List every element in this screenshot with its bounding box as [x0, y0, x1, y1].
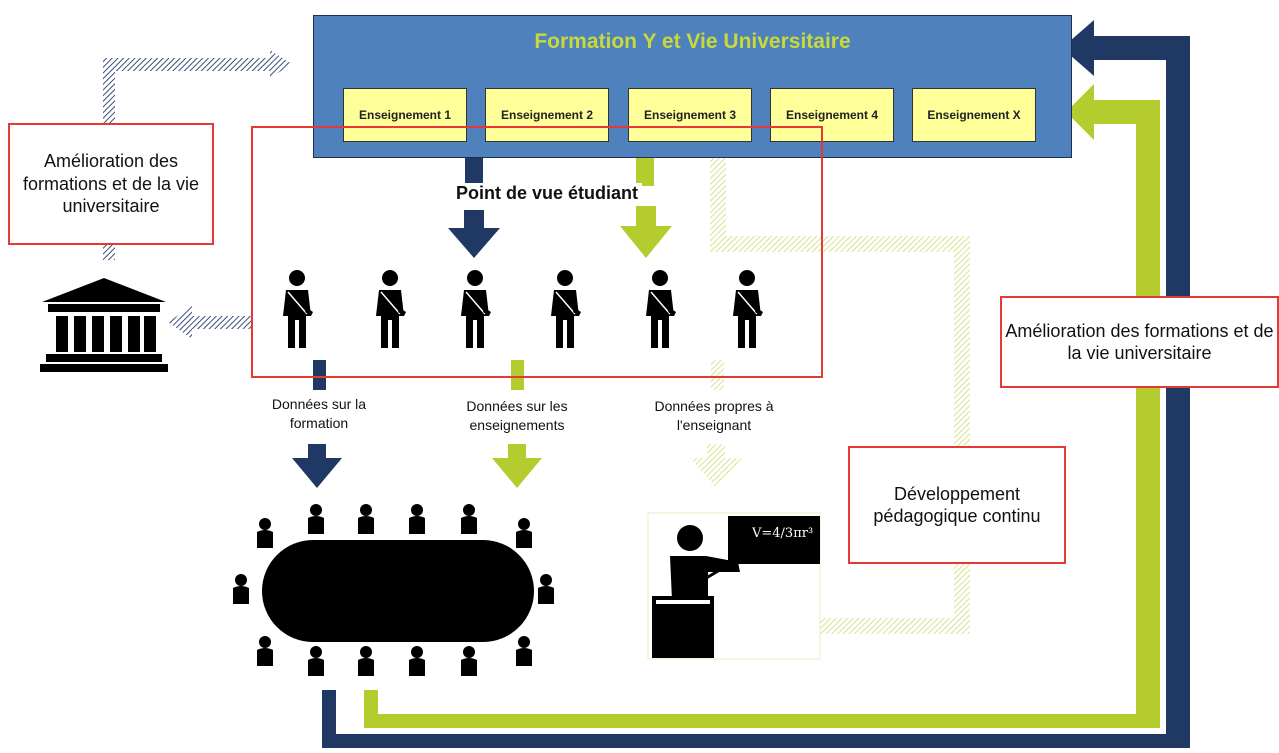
banner-title: Formation Y et Vie Universitaire: [534, 30, 851, 53]
data-teacher-label: Données propres à l'enseignant: [628, 397, 800, 435]
course-box-1: Enseignement 1: [343, 88, 467, 142]
students-to-building-arrow: [168, 306, 252, 339]
navy-down-arrow-bottom: [292, 444, 342, 488]
building-icon: [40, 278, 168, 372]
navy-down-arrow-top: [448, 210, 500, 258]
lime-down-arrow-top: [620, 206, 672, 258]
course-box-2: Enseignement 2: [485, 88, 609, 142]
lime-loop: [364, 84, 1160, 728]
pale-down-arrow-bottom: [690, 444, 742, 488]
lime-down-arrow-bottom: [492, 444, 542, 488]
data-courses-label: Données sur les enseignements: [442, 397, 592, 435]
navy-stub-lower: [313, 360, 326, 390]
course-box-x: Enseignement X: [912, 88, 1036, 142]
pale-feedback-loop: [700, 132, 970, 634]
navy-loop: [322, 20, 1190, 748]
teacher-icon: [647, 512, 821, 660]
left-improvement-box: Amélioration des formations et de la vie…: [8, 123, 214, 245]
student-view-label: Point de vue étudiant: [452, 183, 643, 204]
student-perspective-frame: [251, 126, 823, 378]
right-improvement-box: Amélioration des formations et de la vie…: [1000, 296, 1279, 388]
pale-stub-lower: [711, 360, 724, 390]
course-box-4: Enseignement 4: [770, 88, 894, 142]
course-box-3: Enseignement 3: [628, 88, 752, 142]
pedagogical-development-box: Développement pédagogique continu: [848, 446, 1066, 564]
navy-stub: [465, 150, 483, 184]
program-banner: Formation Y et Vie Universitaire Enseign…: [313, 15, 1072, 158]
lime-stub-lower: [511, 360, 524, 390]
blackboard-formula: V=4/3πr³: [752, 526, 814, 541]
data-program-label: Données sur la formation: [244, 395, 394, 433]
meeting-table-icon: [233, 504, 554, 676]
